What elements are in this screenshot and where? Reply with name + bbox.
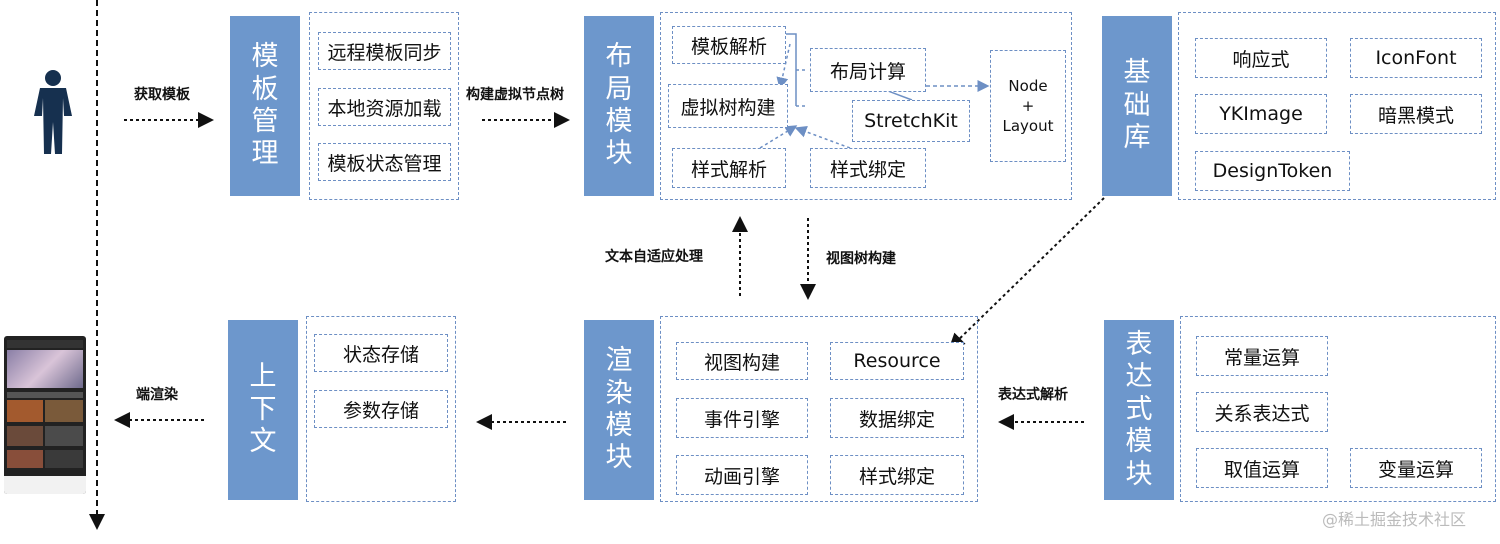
- expr-item-relational: 关系表达式: [1196, 392, 1328, 432]
- render-module-panel: [660, 316, 978, 502]
- template-item-state-manage: 模板状态管理: [318, 143, 451, 181]
- base-lib-panel: [1178, 12, 1496, 200]
- expr-module-title: 表达式模块: [1104, 320, 1174, 500]
- expr-item-variable-op: 变量运算: [1350, 448, 1482, 488]
- context-item-param-store: 参数存储: [314, 390, 448, 428]
- label-get-template: 获取模板: [134, 87, 190, 103]
- base-item-iconfont: IconFont: [1350, 38, 1482, 78]
- base-item-dark-mode: 暗黑模式: [1350, 94, 1482, 134]
- context-module-title: 上下文: [228, 320, 298, 500]
- layout-item-style-bind: 样式绑定: [810, 148, 926, 188]
- phone-screenshot-icon: [4, 336, 86, 494]
- render-item-event-engine: 事件引擎: [676, 398, 808, 438]
- render-item-anim-engine: 动画引擎: [676, 455, 808, 495]
- label-render: 端渲染: [136, 387, 178, 403]
- layout-item-stretchkit: StretchKit: [852, 100, 970, 142]
- expr-module-panel: [1180, 316, 1496, 502]
- layout-item-template-parse: 模板解析: [672, 26, 786, 64]
- template-module-title: 模板管理: [230, 16, 300, 196]
- layout-item-style-parse: 样式解析: [672, 148, 786, 188]
- context-module-panel: [306, 316, 456, 502]
- base-lib-title: 基础库: [1102, 16, 1172, 196]
- render-item-view-build: 视图构建: [676, 342, 808, 380]
- base-item-ykimage: YKImage: [1195, 94, 1327, 134]
- layout-module-title: 布局模块: [584, 16, 654, 196]
- base-item-reactive: 响应式: [1195, 38, 1327, 78]
- template-item-local-load: 本地资源加载: [318, 88, 451, 126]
- expr-item-const-op: 常量运算: [1196, 336, 1328, 376]
- render-item-style-bind: 样式绑定: [830, 455, 964, 495]
- render-module-title: 渲染模块: [584, 320, 654, 500]
- layout-module-panel: [660, 12, 1072, 200]
- render-item-resource: Resource: [830, 342, 964, 380]
- watermark: @稀土掘金技术社区: [1322, 510, 1467, 529]
- base-item-designtoken: DesignToken: [1195, 151, 1350, 191]
- label-view-tree: 视图树构建: [826, 251, 896, 267]
- expr-item-value-op: 取值运算: [1196, 448, 1328, 488]
- label-expr-parse: 表达式解析: [998, 387, 1068, 403]
- template-item-remote-sync: 远程模板同步: [318, 32, 451, 70]
- render-item-data-bind: 数据绑定: [830, 398, 964, 438]
- layout-item-node-layout: Node + Layout: [990, 50, 1066, 162]
- layout-item-layout-calc: 布局计算: [810, 48, 926, 92]
- person-silhouette-icon: [34, 70, 72, 154]
- label-text-adaptive: 文本自适应处理: [605, 249, 703, 265]
- label-build-vtree: 构建虚拟节点树: [466, 87, 564, 103]
- layout-item-vtree-build: 虚拟树构建: [668, 84, 788, 128]
- template-module-panel: [309, 12, 459, 200]
- context-item-state-store: 状态存储: [314, 334, 448, 372]
